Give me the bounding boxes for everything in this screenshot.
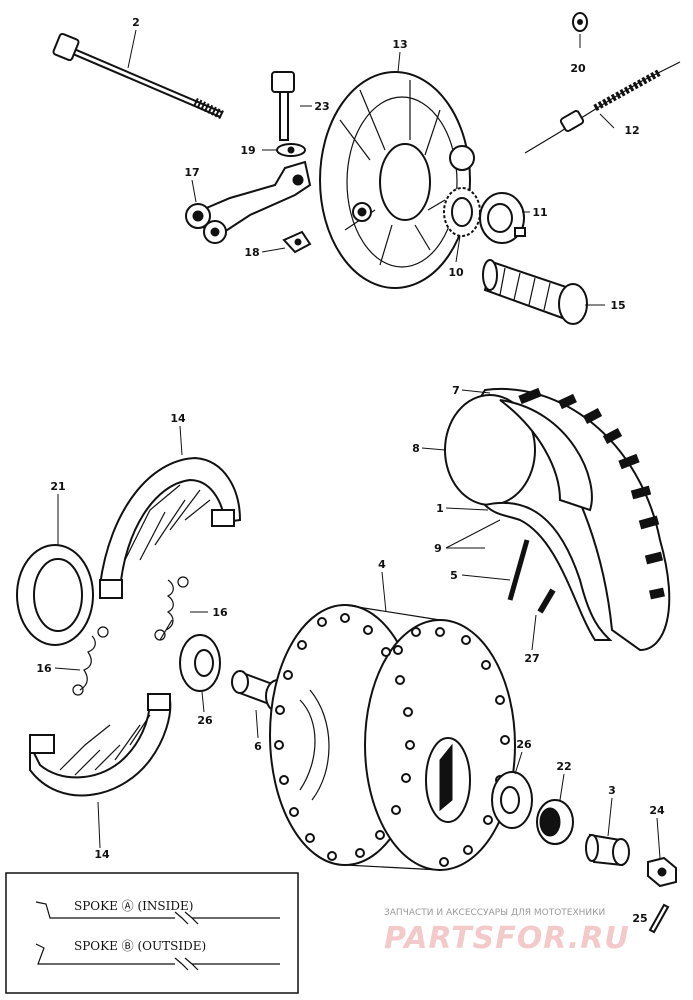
callout-7: 7 (452, 384, 460, 397)
watermark-logo: PARTSFOR.RU (384, 921, 630, 956)
spoke-legend: SPOKE Ⓐ (INSIDE) SPOKE Ⓑ (OUTSIDE) (5, 872, 299, 994)
speedometer-gear (443, 187, 481, 237)
rim-band-1 (483, 501, 613, 641)
cotter-pin-25 (648, 903, 670, 934)
callout-22: 22 (556, 760, 571, 773)
cam-bolt (271, 71, 306, 157)
callout-17: 17 (184, 166, 199, 179)
washer-20 (572, 12, 588, 32)
callout-16a: 16 (212, 606, 228, 619)
callout-13: 13 (392, 38, 407, 51)
callout-25: 25 (632, 912, 647, 925)
callout-24: 24 (649, 804, 665, 817)
callout-11: 11 (532, 206, 547, 219)
callout-26b: 26 (516, 738, 532, 751)
spring-16-lower (72, 626, 109, 696)
callout-15: 15 (610, 299, 625, 312)
callout-8: 8 (412, 442, 420, 455)
brake-panel (319, 71, 475, 289)
callout-2: 2 (132, 16, 140, 29)
bearing-26-left (179, 634, 221, 692)
axle-nut-24 (647, 856, 677, 888)
callout-18: 18 (244, 246, 259, 259)
callout-labels: 2 13 20 23 12 19 17 11 18 10 15 7 8 14 2… (36, 16, 665, 925)
callout-21: 21 (50, 480, 65, 493)
spoke-b-label: SPOKE Ⓑ (OUTSIDE) (74, 939, 206, 953)
speedometer-cable (524, 61, 681, 154)
callout-3: 3 (608, 784, 616, 797)
watermark: ЗАПЧАСТИ И АКСЕССУАРЫ ДЛЯ МОТОТЕХНИКИ PA… (384, 908, 630, 956)
side-collar-3 (585, 833, 630, 867)
brake-shoe-lower (29, 693, 172, 797)
callout-23: 23 (314, 100, 329, 113)
callout-12: 12 (624, 124, 639, 137)
callout-27: 27 (524, 652, 539, 665)
brake-shoe-upper (98, 456, 242, 599)
callout-5: 5 (450, 569, 458, 582)
callout-20: 20 (570, 62, 586, 75)
speedometer-seal (479, 192, 526, 244)
callout-4: 4 (378, 558, 386, 571)
callout-9: 9 (434, 542, 442, 555)
wheel-hub (269, 604, 516, 871)
tire-7 (468, 387, 671, 652)
dust-seal-22 (536, 799, 574, 845)
watermark-tagline: ЗАПЧАСТИ И АКСЕССУАРЫ ДЛЯ МОТОТЕХНИКИ (384, 908, 605, 918)
spoke-a-drawing (35, 901, 280, 925)
spoke-nipple (537, 588, 556, 614)
bearing-26-right (491, 771, 533, 829)
tube-valve (507, 539, 530, 601)
axle-spacer-15 (482, 259, 588, 325)
callout-26a: 26 (197, 714, 213, 727)
callout-10: 10 (448, 266, 464, 279)
leader-lines (54, 29, 661, 859)
spoke-b-drawing (35, 943, 280, 971)
callout-19: 19 (240, 144, 255, 157)
oil-seal-21 (16, 544, 94, 646)
spoke-a-label: SPOKE Ⓐ (INSIDE) (74, 899, 193, 913)
callout-16b: 16 (36, 662, 52, 675)
callout-6: 6 (254, 740, 262, 753)
spring-16-upper (154, 576, 189, 641)
callout-14a: 14 (170, 412, 186, 425)
callout-1: 1 (436, 502, 444, 515)
axle-bolt (52, 32, 224, 120)
callout-14b: 14 (94, 848, 110, 861)
brake-arm (185, 160, 312, 244)
clip-18 (282, 230, 312, 254)
